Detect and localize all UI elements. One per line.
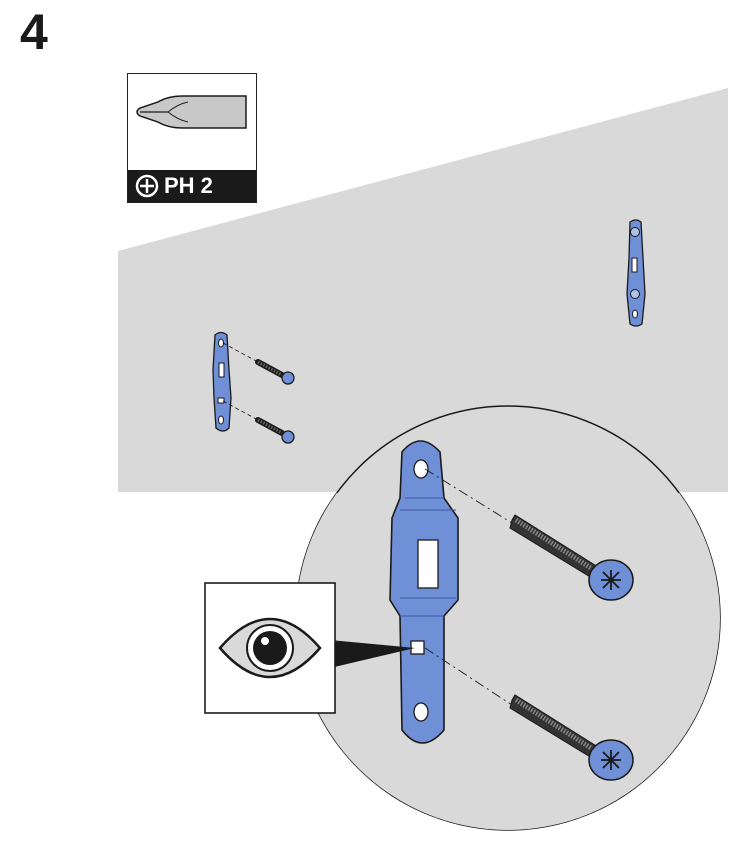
screw-large-bottom xyxy=(509,694,634,781)
bracket-left xyxy=(212,331,259,432)
screwdriver-bit-icon xyxy=(136,95,247,129)
bracket-large xyxy=(389,440,513,744)
tool-label: PH 2 xyxy=(164,173,213,198)
eye-icon xyxy=(218,617,322,679)
tool-label-bar: PH 2 xyxy=(128,170,256,202)
screw-large-top xyxy=(509,514,634,601)
wall-panel xyxy=(118,88,728,492)
step-number: 4 xyxy=(20,4,48,60)
bracket-right xyxy=(626,219,646,327)
screw-small-bottom xyxy=(255,417,295,444)
phillips-screwdriver-icon xyxy=(135,174,159,198)
eye-callout xyxy=(204,582,415,714)
screw-small-top xyxy=(255,359,295,385)
tool-box: PH 2 xyxy=(127,73,257,203)
